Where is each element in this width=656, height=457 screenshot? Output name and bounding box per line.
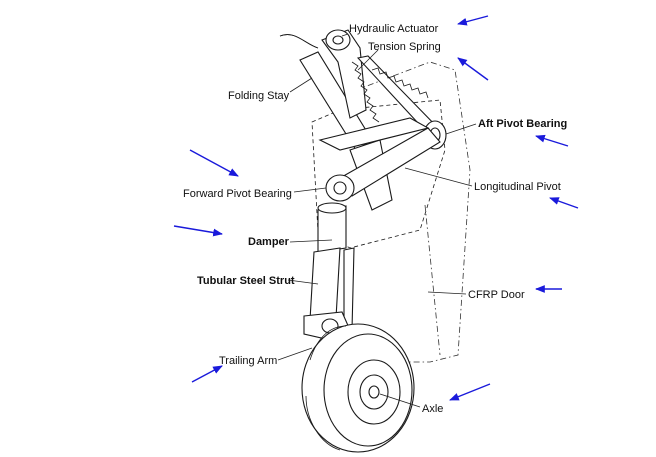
leader-tubular-steel-strut	[287, 279, 319, 285]
blue-arrows	[173, 15, 579, 401]
spring-coil-diagonal	[371, 67, 429, 99]
arrow-icon-axle	[449, 383, 491, 401]
arrow-icon-trailing-arm	[191, 365, 223, 383]
actuator-flange-hub	[332, 35, 344, 45]
arrow-icon-forward-pivot-bearing	[189, 149, 239, 177]
label-tubular-steel-strut: Tubular Steel Strut	[197, 275, 295, 287]
arrow-icon-longitudinal-pivot	[549, 197, 579, 209]
label-hydraulic-actuator: Hydraulic Actuator	[349, 23, 439, 35]
leader-longitudinal-pivot	[404, 167, 473, 187]
label-forward-pivot-bearing: Forward Pivot Bearing	[183, 188, 292, 200]
damper-top	[317, 202, 347, 214]
leader-cfrp-door	[427, 291, 467, 295]
leader-axle	[379, 393, 421, 408]
label-trailing-arm: Trailing Arm	[219, 355, 277, 367]
tubular-steel-strut	[309, 247, 341, 321]
forward-pivot-bearing-hub	[333, 181, 347, 195]
label-tension-spring: Tension Spring	[368, 41, 441, 53]
leader-hydraulic-actuator	[341, 33, 349, 37]
wheel-tread-lines	[305, 325, 347, 451]
hydraulic-actuator-body	[321, 29, 367, 119]
label-aft-pivot-bearing: Aft Pivot Bearing	[478, 118, 567, 130]
leader-aft-pivot-bearing	[445, 123, 477, 135]
cfrp-door-outline	[329, 61, 471, 363]
label-damper: Damper	[248, 236, 290, 248]
leader-trailing-arm	[277, 347, 313, 361]
arrow-icon-aft-pivot-bearing	[535, 134, 569, 147]
arrow-icon-tension-spring	[457, 57, 489, 81]
label-folding-stay: Folding Stay	[228, 90, 290, 102]
cfrp-door-inner-edge	[424, 204, 441, 356]
arrow-icon-hydraulic-actuator	[457, 15, 489, 26]
leader-forward-pivot-bearing	[293, 187, 327, 193]
axle	[368, 385, 380, 399]
tension-spring	[351, 61, 380, 123]
leader-folding-stay	[289, 77, 313, 93]
label-longitudinal-pivot: Longitudinal Pivot	[474, 181, 561, 193]
leader-damper	[289, 239, 333, 243]
hydraulic-hose-outline	[279, 34, 319, 49]
label-cfrp-door: CFRP Door	[468, 289, 525, 301]
arrow-icon-damper	[173, 225, 223, 237]
leader-tension-spring	[357, 49, 379, 71]
cross-beam-top	[318, 117, 430, 151]
label-axle: Axle	[422, 403, 443, 415]
